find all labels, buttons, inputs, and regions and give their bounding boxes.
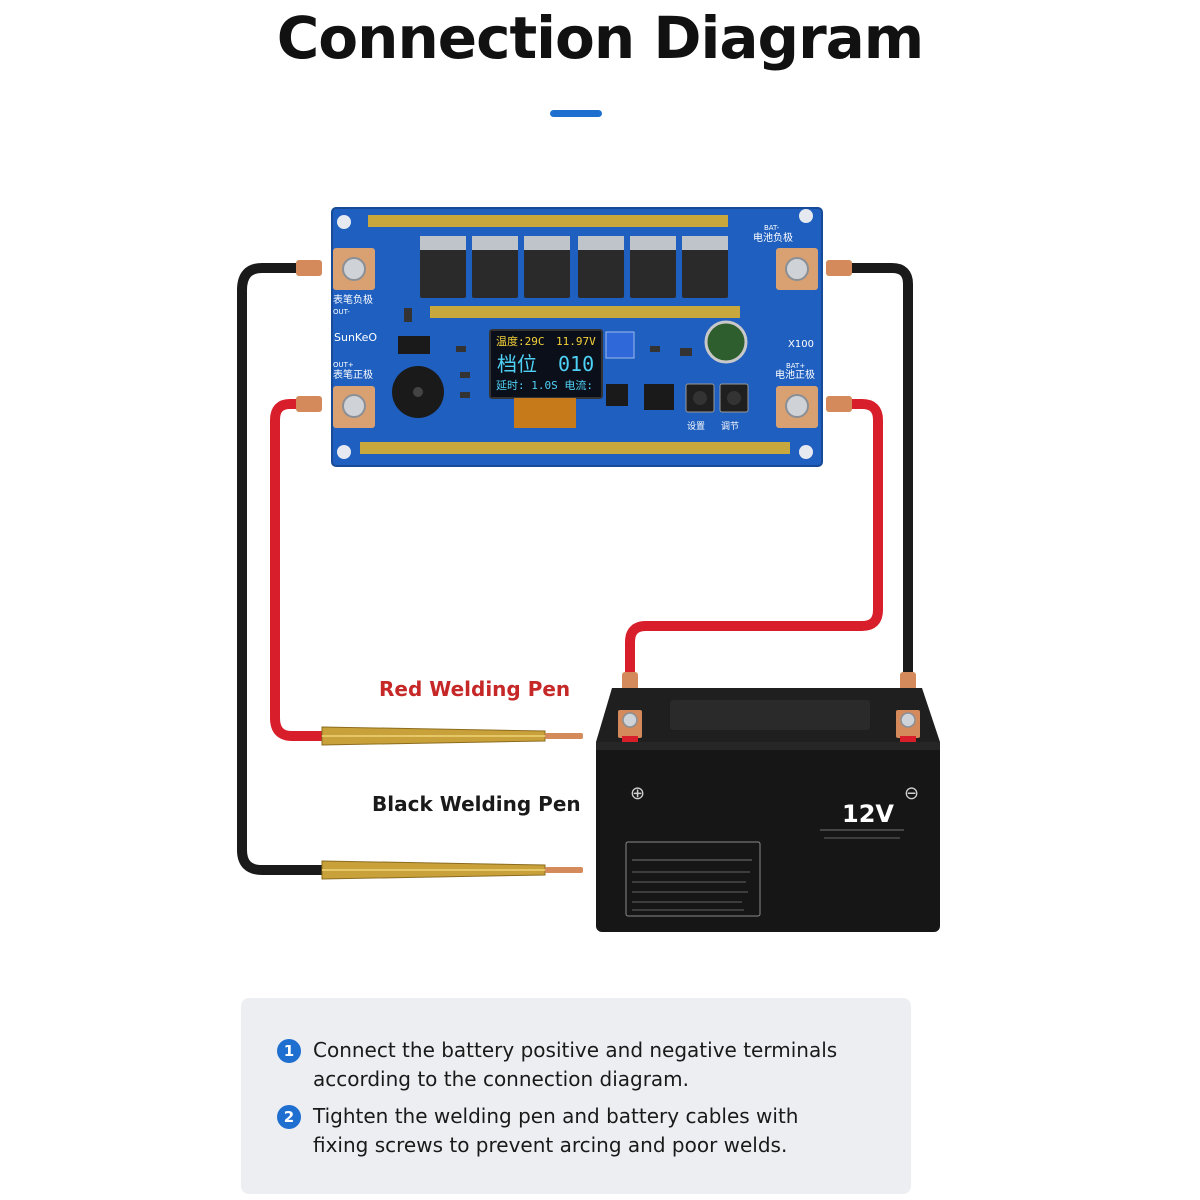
battery-positive-cable [625,399,883,685]
black-welding-pen-label: Black Welding Pen [372,792,581,816]
battery-plus-symbol: ⊕ [630,783,645,804]
bat-neg-code: BAT- [764,224,780,232]
mosfet-row [420,236,728,298]
potentiometer [605,331,635,359]
cable-lugs [296,260,916,702]
black-welding-pen [321,860,583,880]
oled-text: 温度:29C 11.97V 档位 010 延时: 1.0S 电流: [496,334,596,392]
title-accent-bar [550,110,602,117]
battery [596,688,940,932]
board-labels: BAT- 电池负极 表笔负极 OUT- SunKeO OUT+ 表笔正极 X10… [333,224,815,432]
instructions-panel: 1 Connect the battery positive and negat… [241,998,911,1194]
red-welding-pen-label: Red Welding Pen [379,677,571,701]
bottom-bus-bar [360,442,790,454]
out-pos-label: 表笔正极 [333,368,373,381]
oled-delay-current: 延时: 1.0S 电流: [496,378,593,392]
battery-voltage: 12V [842,800,894,828]
battery-negative-cable [845,263,913,685]
battery-text: ⊕ ⊖ 12V [630,783,919,828]
step-1-number-badge: 1 [277,1039,301,1063]
instruction-step-2: 2 Tighten the welding pen and battery ca… [277,1102,853,1160]
bat-pos-label: 电池正极 [775,368,815,381]
oled-temperature: 温度:29C [496,334,545,348]
oled-voltage: 11.97V [556,335,596,348]
black-pen-cable [237,263,327,875]
spot-welder-board [331,207,823,467]
bat-pos-screw [785,394,809,418]
middle-bus-bar [430,306,740,318]
out-pos-code: OUT+ [333,361,354,369]
cables [237,263,913,875]
oled-gear-label: 档位 [497,352,537,376]
oled-gear-value: 010 [558,352,594,376]
top-bus-bar [368,215,728,227]
battery-minus-symbol: ⊖ [904,783,919,804]
adjust-button-label: 调节 [721,421,739,432]
out-neg-screw [342,257,366,281]
battery-label-sticker [625,841,761,917]
bat-pos-code: BAT+ [786,362,805,370]
bat-neg-screw [785,257,809,281]
brand-label: SunKeO [334,331,377,344]
bat-neg-label: 电池负极 [753,231,793,244]
red-welding-pen [321,726,583,746]
set-button-label: 设置 [687,421,705,432]
model-label: X100 [788,339,814,350]
instruction-step-1: 1 Connect the battery positive and negat… [277,1036,853,1094]
out-neg-code: OUT- [333,308,350,316]
out-neg-label: 表笔负极 [333,293,373,306]
capacitor [704,320,748,364]
page-title: Connection Diagram [276,4,925,72]
red-pen-cable [270,399,327,741]
step-2-number-badge: 2 [277,1105,301,1129]
step-2-text: Tighten the welding pen and battery cabl… [313,1104,799,1157]
out-pos-screw [342,394,366,418]
step-1-text: Connect the battery positive and negativ… [313,1038,838,1091]
